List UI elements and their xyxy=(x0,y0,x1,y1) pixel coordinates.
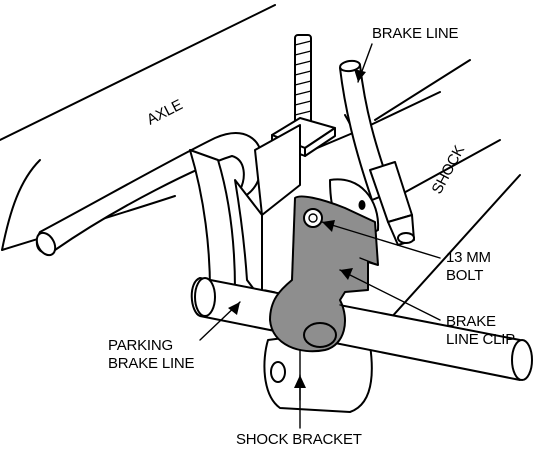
label-bolt-line2: BOLT xyxy=(446,267,483,284)
arrowhead-shock-bracket xyxy=(294,375,306,388)
label-parking-line1: PARKING xyxy=(108,337,173,354)
arrowhead-clip xyxy=(340,268,353,280)
label-shock-bracket: SHOCK BRACKET xyxy=(236,431,362,448)
label-clip-line2: LINE CLIP xyxy=(446,331,515,348)
brake-line-tube xyxy=(339,59,415,246)
leader-arrows xyxy=(199,43,441,429)
label-parking-line2: BRAKE LINE xyxy=(108,355,195,372)
arrowhead-bolt xyxy=(322,220,335,232)
label-brake-line: BRAKE LINE xyxy=(372,25,459,42)
shock-body xyxy=(344,59,521,331)
axle-saddle-bracket xyxy=(234,124,301,301)
label-shock: SHOCK xyxy=(429,143,469,197)
shock-bracket-part xyxy=(263,329,373,413)
arrowhead-brake-line xyxy=(354,69,366,82)
brake-line-clip xyxy=(269,195,379,353)
label-clip-line1: BRAKE xyxy=(446,313,496,330)
label-axle: AXLE xyxy=(144,96,185,128)
arrowhead-parking-line xyxy=(228,302,240,315)
label-bolt-line1: 13 MM xyxy=(446,249,491,266)
parking-line-through-clip xyxy=(264,289,346,307)
u-bolt-clamp xyxy=(35,132,263,291)
bolt-head xyxy=(303,208,323,228)
